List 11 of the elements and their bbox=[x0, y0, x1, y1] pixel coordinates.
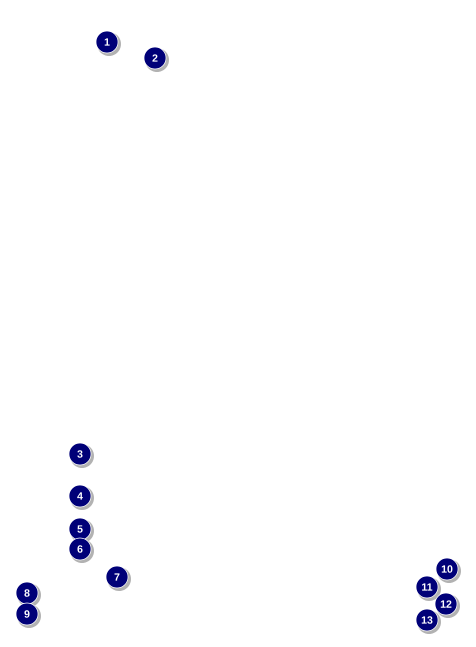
callout-number: 13 bbox=[416, 608, 441, 634]
callout-number: 3 bbox=[68, 442, 94, 468]
callout-number: 10 bbox=[436, 558, 461, 583]
callout-number: 6 bbox=[68, 538, 94, 563]
callout-number: 1 bbox=[96, 30, 121, 56]
callout-number: 11 bbox=[416, 576, 441, 601]
callout-number: 9 bbox=[16, 602, 41, 628]
callout-number: 7 bbox=[106, 566, 131, 591]
callout-number: 2 bbox=[144, 46, 169, 72]
callout-number: 4 bbox=[68, 484, 94, 510]
callout-number: 12 bbox=[434, 592, 460, 618]
